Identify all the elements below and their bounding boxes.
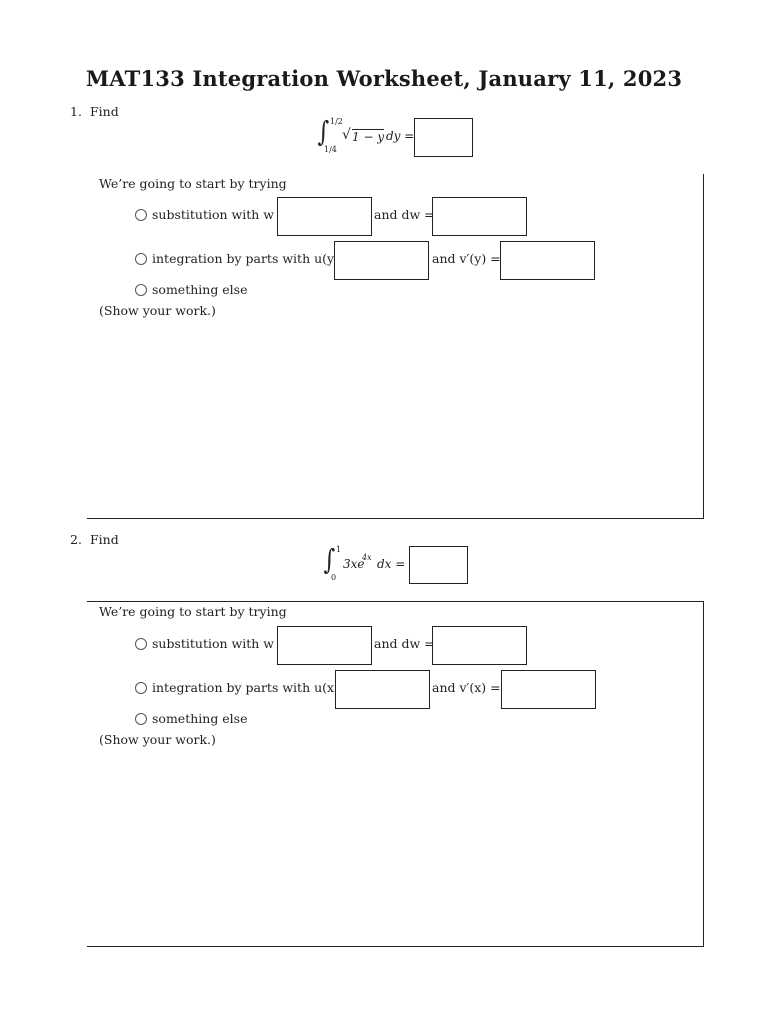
problem-1-radio-substitution[interactable] bbox=[135, 209, 147, 221]
problem-2-upper-limit: 1 bbox=[336, 545, 342, 554]
problem-1-radio-by-parts[interactable] bbox=[135, 253, 147, 265]
problem-1-dw-label: and dw = bbox=[374, 207, 435, 222]
problem-1-by-parts-label: integration by parts with u(y) = bbox=[152, 251, 354, 266]
problem-2-find: Find bbox=[89, 532, 119, 547]
problem-2-w-input[interactable] bbox=[277, 626, 372, 665]
problem-2-show-work: (Show your work.) bbox=[99, 732, 216, 747]
problem-1-show-work: (Show your work.) bbox=[99, 303, 216, 318]
problem-2-lower-limit: 0 bbox=[331, 573, 337, 582]
problem-2-differential: dx = bbox=[377, 557, 406, 571]
problem-1-answer-box[interactable] bbox=[414, 118, 473, 157]
work-area-top-border bbox=[87, 601, 704, 602]
problem-1-find: Find bbox=[89, 104, 119, 119]
problem-2-label: 2. Find bbox=[70, 532, 119, 547]
problem-2-dw-input[interactable] bbox=[432, 626, 527, 665]
problem-1-number: 1. bbox=[70, 104, 82, 119]
problem-2-integral: ∫ 1 0 3xe 4x dx = bbox=[322, 543, 417, 585]
problem-2-answer-box[interactable] bbox=[409, 546, 468, 584]
work-area-bottom-border bbox=[87, 518, 704, 519]
problem-2-radio-by-parts[interactable] bbox=[135, 682, 147, 694]
problem-1-v-label: and v′(y) = bbox=[432, 251, 501, 266]
problem-2-substitution-label: substitution with w = bbox=[152, 636, 289, 651]
problem-2-v-label: and v′(x) = bbox=[432, 680, 501, 695]
integral-sign: ∫ bbox=[323, 543, 336, 576]
problem-2-else-label: something else bbox=[152, 711, 248, 726]
problem-1-dw-input[interactable] bbox=[432, 197, 527, 236]
problem-2-radio-substitution[interactable] bbox=[135, 638, 147, 650]
problem-2-prompt: We’re going to start by trying bbox=[99, 604, 287, 619]
problem-2-exponent: 4x bbox=[362, 553, 372, 562]
work-area-right-border bbox=[703, 601, 704, 946]
sqrt-symbol: √ bbox=[342, 127, 351, 143]
work-area-right-border bbox=[703, 174, 704, 519]
problem-1-substitution-label: substitution with w = bbox=[152, 207, 289, 222]
problem-1-prompt: We’re going to start by trying bbox=[99, 176, 287, 191]
problem-1-label: 1. Find bbox=[70, 104, 119, 119]
problem-1-integrand: 1 − y bbox=[352, 129, 385, 144]
problem-2-number: 2. bbox=[70, 532, 82, 547]
problem-2-dw-label: and dw = bbox=[374, 636, 435, 651]
problem-1-radio-else[interactable] bbox=[135, 284, 147, 296]
problem-2-by-parts-label: integration by parts with u(x) = bbox=[152, 680, 354, 695]
work-area-bottom-border bbox=[87, 946, 704, 947]
integral-sign: ∫ bbox=[317, 115, 330, 148]
problem-1-v-input[interactable] bbox=[500, 241, 595, 280]
problem-1-w-input[interactable] bbox=[277, 197, 372, 236]
worksheet-title: MAT133 Integration Worksheet, January 11… bbox=[85, 66, 683, 91]
problem-2-v-input[interactable] bbox=[501, 670, 596, 709]
problem-1-integral: ∫ 1/2 1/4 √ 1 − y dy = bbox=[316, 115, 416, 157]
problem-2-u-input[interactable] bbox=[335, 670, 430, 709]
problem-1-else-label: something else bbox=[152, 282, 248, 297]
problem-2-radio-else[interactable] bbox=[135, 713, 147, 725]
problem-1-upper-limit: 1/2 bbox=[330, 117, 343, 126]
problem-2-integrand: 3xe bbox=[343, 557, 365, 571]
problem-1-lower-limit: 1/4 bbox=[324, 145, 337, 154]
problem-1-u-input[interactable] bbox=[334, 241, 429, 280]
problem-1-differential: dy = bbox=[386, 129, 415, 143]
